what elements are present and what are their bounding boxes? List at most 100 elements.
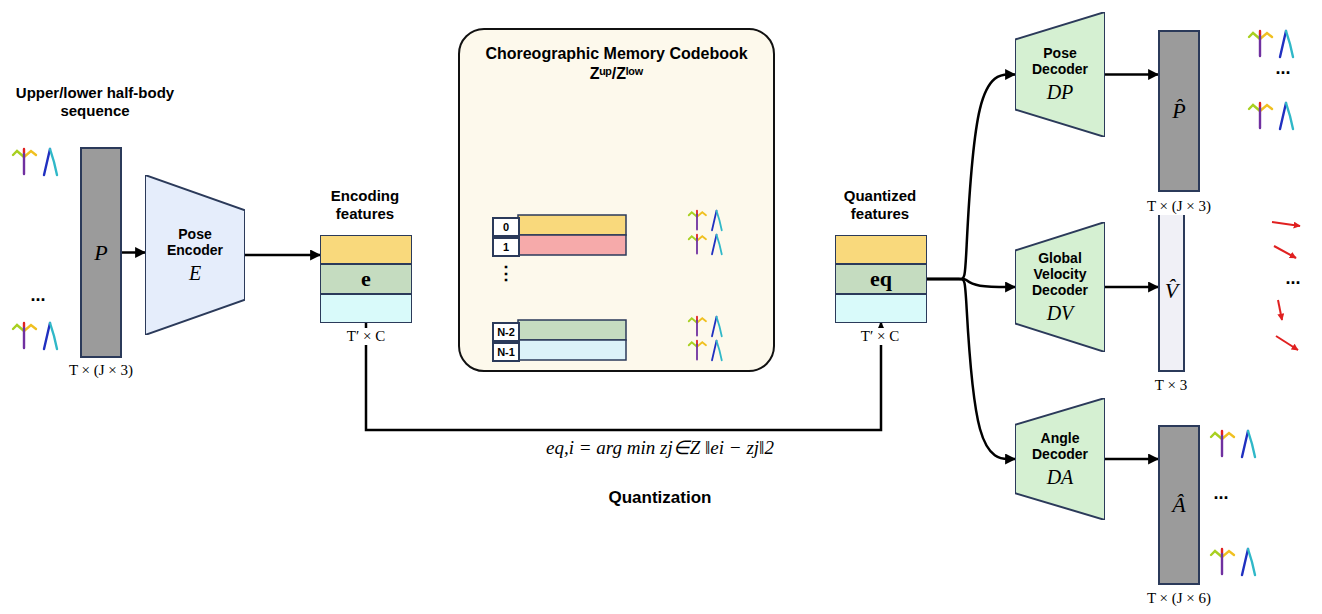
skeleton-limb [13,151,24,157]
skeleton-icon [1211,431,1255,457]
skeleton-limb [717,317,722,337]
skeleton-limb [1222,433,1234,439]
skeleton-limb [24,325,36,331]
skeleton-limb [1260,33,1272,39]
flow-arrow [927,75,1015,280]
skeleton-limb [1221,436,1223,456]
tensor-box: P [80,147,122,358]
node-content: Â [1160,427,1198,583]
node-content: P [82,149,120,356]
skeleton-limb [44,149,50,175]
node-label: V̂ [1165,278,1178,304]
flow-arrow [245,254,320,257]
skeleton-limb [1242,549,1248,575]
skeleton-limb [697,342,706,347]
skeleton-limb [696,215,698,230]
velocity-arrow [1272,222,1300,226]
section-heading: Encoding features [300,187,430,223]
node-content: 1 [494,239,518,255]
skeleton-limb [50,323,57,349]
node-content: Angle DecoderDA [1015,398,1105,520]
flow-arrow [1105,458,1158,461]
skeleton-limb [1242,431,1248,457]
dimension-label: T′ × C [858,328,902,345]
node-label: Choreographic Memory Codebook Zᵘᵖ/Zˡᵒʷ [482,44,752,84]
skeleton-limb [1249,33,1260,39]
skeleton-icon [689,341,722,361]
node-content: Pose EncoderE [145,175,245,335]
code-vector [518,235,626,255]
skeleton-limb [1286,103,1293,129]
formula: eq,i = arg min zj∈Z ‖ei − zj‖2 [440,436,880,459]
skeleton-icon [689,211,722,231]
node-label: 1 [503,241,509,253]
node-label: N-2 [497,326,515,338]
node-label: DV [1047,302,1074,325]
skeleton-limb [1249,105,1260,111]
node-content: N-1 [494,344,518,360]
skeleton-icon [689,317,722,337]
node-label: E [189,262,201,285]
skeleton-limb [13,325,24,331]
tensor-box: P̂ [1158,30,1200,192]
tensor-box: N-2 [492,322,520,342]
skeleton-limb [1222,551,1234,557]
skeleton-limb [1211,433,1222,439]
node-label: P̂ [1172,98,1185,124]
skeleton-limb [1280,31,1286,57]
skeleton-limb [50,149,57,175]
dimension-label: T′ × C [344,328,388,345]
node-label: Global Velocity Decoder [1024,250,1096,298]
feature-row [320,235,412,264]
node-label: DP [1047,81,1074,104]
skeleton-icon [689,235,722,255]
code-vector [518,320,626,340]
decoder-block: Angle DecoderDA [1015,398,1105,520]
ellipsis-mark: ... [18,285,58,306]
skeleton-limb [44,323,50,349]
node-content: Global Velocity DecoderDV [1015,222,1105,352]
skeleton-limb [1280,103,1286,129]
flow-arrow [122,251,145,254]
dimension-label: T × (J × 3) [66,362,136,379]
decoder-block: Pose DecoderDP [1015,12,1105,137]
node-label: eq [870,266,892,292]
ellipsis-mark: ... [1258,58,1308,79]
node-content: P̂ [1160,32,1198,190]
code-vector [518,340,626,360]
ellipsis-mark: ... [1196,483,1246,504]
node-label: Pose Decoder [1024,45,1096,77]
node-label: DA [1047,466,1074,489]
skeleton-limb [697,212,706,217]
tensor-box: V̂ [1158,210,1185,372]
skeleton-limb [1259,108,1261,128]
node-label: Â [1172,492,1185,518]
skeleton-limb [712,211,717,231]
velocity-arrow [1276,336,1298,350]
tensor-box: 1 [492,237,520,257]
skeleton-icon [1211,549,1255,575]
flow-arrow [927,279,1015,459]
skeleton-limb [689,236,697,241]
tensor-box: 0 [492,217,520,237]
skeleton-limb [696,321,698,336]
trapezoid-shape [145,175,245,335]
encoder-block: Pose EncoderE [145,175,245,335]
node-label: N-1 [497,346,515,358]
decoder-block: Global Velocity DecoderDV [1015,222,1105,352]
skeleton-limb [23,154,25,174]
skeleton-limb [696,345,698,360]
skeleton-limb [24,151,36,157]
codebook-panel: Choreographic Memory Codebook Zᵘᵖ/Zˡᵒʷ 0 1… [458,28,775,372]
velocity-arrow [1278,300,1282,320]
flow-arrow [1105,73,1158,76]
skeleton-icon [13,323,57,349]
skeleton-limb [1211,551,1222,557]
node-content: 0 [494,219,518,235]
trapezoid-shape [1015,12,1105,137]
node-content: V̂ [1160,212,1183,370]
trapezoid-shape [1015,398,1105,520]
tensor-box: N-1 [492,342,520,362]
feature-stack: Encoding featurese [320,235,412,323]
